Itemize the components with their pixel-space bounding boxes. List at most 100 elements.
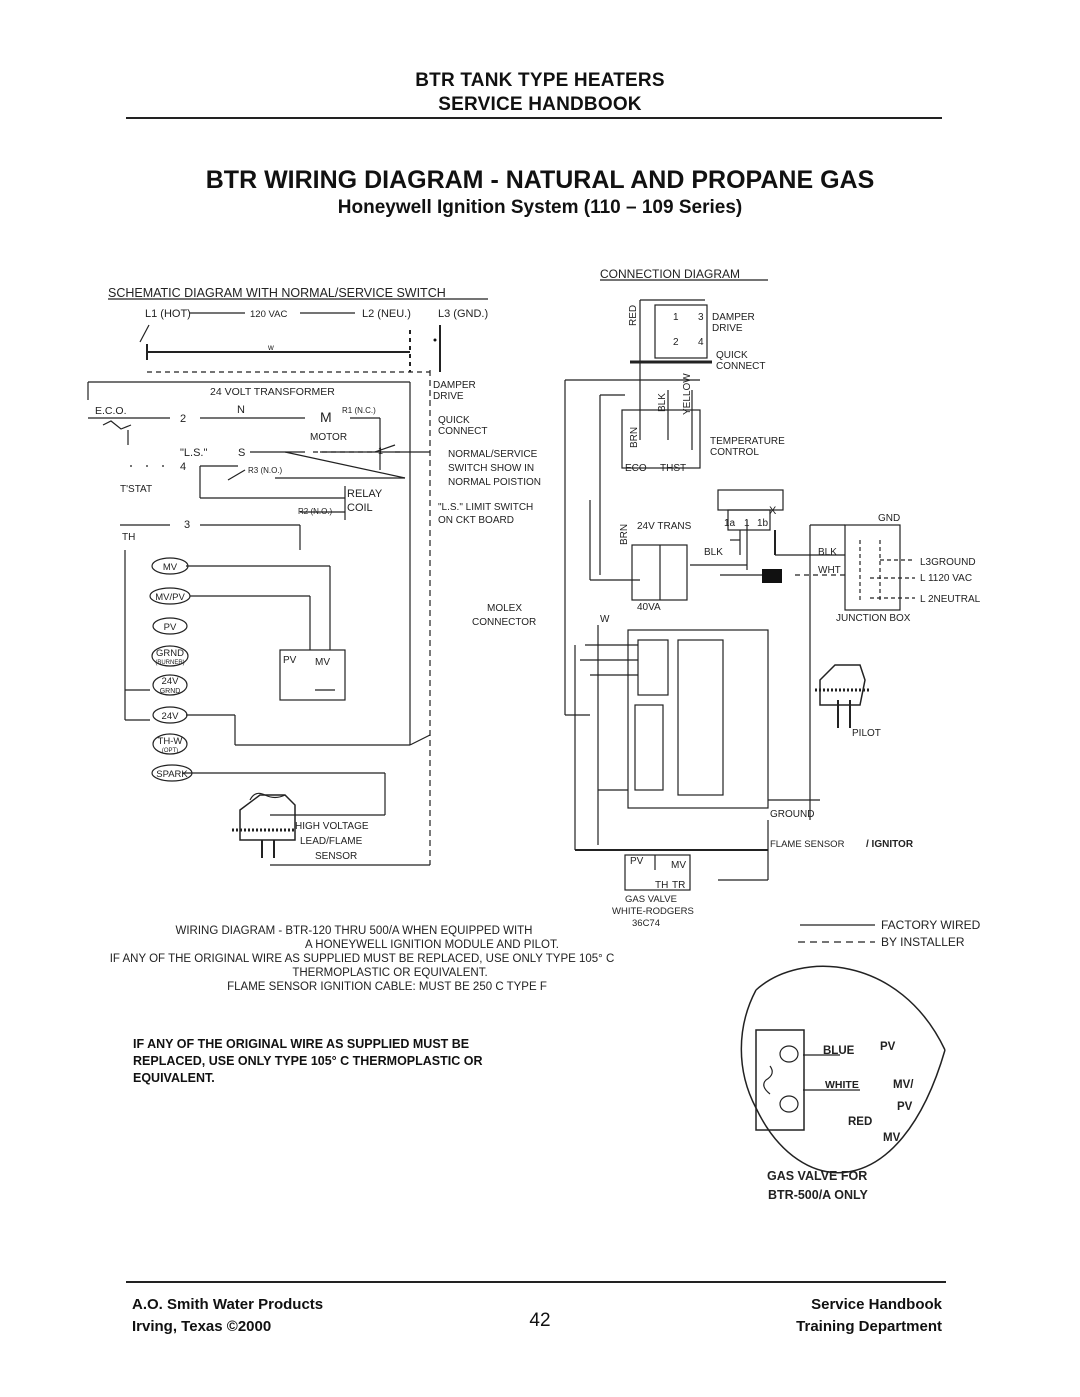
- label-t3: 3: [698, 312, 704, 323]
- terminal-th-w: TH-W: [158, 736, 183, 747]
- label-r1: R1 (N.C.): [342, 406, 376, 415]
- schematic-heading: SCHEMATIC DIAGRAM WITH NORMAL/SERVICE SW…: [108, 286, 446, 300]
- terminal-spark: SPARK: [156, 769, 188, 780]
- legend-by-installer: BY INSTALLER: [881, 935, 965, 949]
- label-th: TH: [122, 532, 135, 543]
- label-gas-valve-3: 36C74: [632, 918, 660, 929]
- label-gas-valve-1: GAS VALVE: [625, 894, 677, 905]
- valve-mvpv-label-1: MV/: [893, 1079, 914, 1091]
- label-pilot: PILOT: [852, 728, 881, 739]
- page-subtitle: Honeywell Ignition System (110 – 109 Ser…: [337, 197, 743, 218]
- label-m: M: [320, 409, 332, 425]
- valve-red-label: RED: [848, 1116, 872, 1128]
- label-hv-1: HIGH VOLTAGE: [295, 821, 369, 832]
- label-1: 1: [744, 518, 750, 529]
- label-eco: E.C.O.: [95, 405, 127, 417]
- terminal-mv: MV: [163, 562, 178, 573]
- label-eco-c: ECO: [625, 463, 647, 474]
- label-motor: MOTOR: [310, 432, 347, 443]
- header-rule: [126, 117, 942, 119]
- valve-caption-2: BTR-500/A ONLY: [768, 1188, 868, 1202]
- label-module-pv: PV: [283, 655, 297, 666]
- label-normal-service-3: NORMAL POISTION: [448, 477, 541, 488]
- wire-note-line-3: EQUIVALENT.: [133, 1071, 215, 1085]
- label-brn-1: BRN: [629, 427, 640, 448]
- label-damper-c: DAMPER: [712, 312, 755, 323]
- terminal-24v-1-sub: GRND: [160, 688, 181, 695]
- caption-line-3: IF ANY OF THE ORIGINAL WIRE AS SUPPLIED …: [110, 953, 615, 965]
- label-r2: R2 (N.O.): [298, 507, 333, 516]
- label-molex-1: MOLEX: [487, 603, 522, 614]
- caption-line-1: WIRING DIAGRAM - BTR-120 THRU 500/A WHEN…: [176, 925, 533, 937]
- label-hv-3: SENSOR: [315, 851, 357, 862]
- label-temperature: TEMPERATURE: [710, 436, 785, 447]
- label-l3-ground: L3GROUND: [920, 557, 976, 568]
- label-l1: L1 (HOT): [145, 308, 191, 320]
- label-t1: 1: [673, 312, 679, 323]
- label-drive-c: DRIVE: [712, 323, 743, 334]
- label-wht: WHT: [818, 565, 841, 576]
- label-blk-2: BLK: [704, 547, 723, 558]
- label-1b: 1b: [757, 518, 769, 529]
- label-normal-service-1: NORMAL/SERVICE: [448, 449, 538, 460]
- label-red: RED: [628, 305, 639, 326]
- label-quick: QUICK: [438, 415, 470, 426]
- label-l3: L3 (GND.): [438, 308, 488, 320]
- label-t2: 2: [673, 337, 679, 348]
- page-number: 42: [529, 1310, 551, 1331]
- label-connect: CONNECT: [438, 426, 487, 437]
- caption-line-2: A HONEYWELL IGNITION MODULE AND PILOT.: [305, 939, 559, 951]
- label-brn-2: BRN: [619, 524, 630, 545]
- connection-heading: CONNECTION DIAGRAM: [600, 267, 740, 281]
- label-l1-vac: L 1120 VAC: [920, 573, 972, 584]
- label-flame-sensor: FLAME SENSOR: [770, 839, 845, 850]
- label-limit-1: "L.S." LIMIT SWITCH: [438, 502, 533, 513]
- label-tstat: T'STAT: [120, 484, 152, 495]
- header-line-1: BTR TANK TYPE HEATERS: [415, 70, 665, 91]
- wire-note-line-1: IF ANY OF THE ORIGINAL WIRE AS SUPPLIED …: [133, 1037, 470, 1051]
- footer-rule: [126, 1281, 946, 1283]
- label-valve-mv: MV: [671, 860, 686, 871]
- terminal-grnd: GRND: [156, 648, 184, 659]
- label-blk-1: BLK: [657, 393, 668, 412]
- caption-line-5: FLAME SENSOR IGNITION CABLE: MUST BE 250…: [227, 981, 547, 993]
- footer-dept: Training Department: [796, 1318, 942, 1335]
- label-valve-th: TH: [655, 880, 668, 891]
- label-n: N: [237, 404, 245, 416]
- label-40va: 40VA: [637, 602, 661, 613]
- label-w-c: W: [600, 614, 610, 625]
- footer-company: A.O. Smith Water Products: [132, 1296, 324, 1313]
- footer-doc: Service Handbook: [811, 1296, 942, 1313]
- wire-note: IF ANY OF THE ORIGINAL WIRE AS SUPPLIED …: [133, 1036, 483, 1087]
- label-coil: COIL: [347, 502, 373, 514]
- label-1: 1: [378, 446, 383, 456]
- label-3: 3: [184, 519, 190, 531]
- label-control: CONTROL: [710, 447, 759, 458]
- label-l2-neutral: L 2NEUTRAL: [920, 594, 981, 605]
- label-valve-pv: PV: [630, 856, 644, 867]
- valve-mvpv-label-2: PV: [897, 1101, 913, 1113]
- footer-left: A.O. Smith Water Products Irving, Texas …: [132, 1294, 323, 1338]
- wire-note-line-2: REPLACED, USE ONLY TYPE 105° C THERMOPLA…: [133, 1054, 483, 1068]
- label-limit-2: ON CKT BOARD: [438, 515, 514, 526]
- label-l2: L2 (NEU.): [362, 308, 411, 320]
- label-damper: DAMPER: [433, 380, 476, 391]
- label-gas-valve-2: WHITE-RODGERS: [612, 906, 694, 917]
- page-title: BTR WIRING DIAGRAM - NATURAL AND PROPANE…: [205, 166, 875, 194]
- terminal-th-w-sub: (OPT): [162, 748, 178, 754]
- label-junction-box: JUNCTION BOX: [836, 613, 911, 624]
- caption-line-4: THERMOPLASTIC OR EQUIVALENT.: [292, 967, 487, 979]
- valve-pv-label: PV: [880, 1041, 896, 1053]
- wire-nut: [762, 569, 782, 583]
- label-ls: "L.S.": [180, 447, 207, 459]
- terminal-pv: PV: [164, 622, 177, 633]
- label-t4: 4: [698, 337, 704, 348]
- footer-right: Service Handbook Training Department: [796, 1294, 942, 1338]
- label-ground: GROUND: [770, 809, 814, 820]
- label-gnd: GND: [878, 513, 900, 524]
- label-120vac: 120 VAC: [250, 309, 287, 320]
- label-4: 4: [180, 461, 186, 473]
- label-2: 2: [180, 413, 186, 425]
- terminal-mv-pv: MV/PV: [155, 592, 185, 603]
- label-r3: R3 (N.O.): [248, 466, 283, 475]
